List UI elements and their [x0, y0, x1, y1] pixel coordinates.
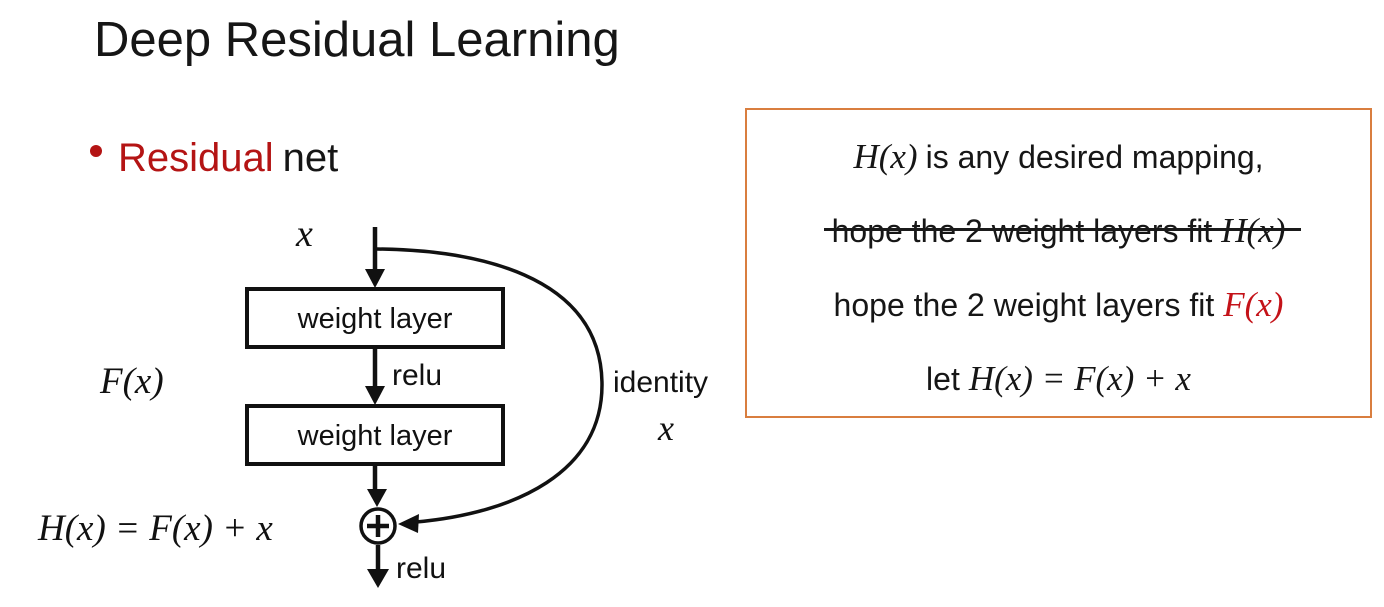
identity-skip-curve — [376, 247, 604, 524]
relu-mid-label: relu — [392, 359, 442, 392]
identity-value-label: x — [657, 408, 674, 448]
identity-arrowhead-icon — [398, 514, 419, 533]
output-arrowhead-icon — [367, 569, 389, 588]
residual-function-label: F(x) — [99, 361, 164, 402]
bullet-dot-icon — [90, 145, 102, 157]
weight-layer-label-1: weight layer — [297, 303, 453, 335]
note-line-2-math: H(x) — [1221, 211, 1286, 250]
note-line-3-math: F(x) — [1223, 285, 1284, 324]
output-equation: H(x) = F(x) + x — [37, 508, 273, 549]
weight-layer-box-1 — [245, 287, 505, 349]
weight-layer-label-2: weight layer — [297, 420, 453, 452]
note-line-1-text: is any desired mapping, — [925, 139, 1264, 175]
note-line-2-text: hope the 2 weight layers fit — [831, 213, 1213, 249]
mid-arrowhead-icon — [365, 386, 385, 405]
input-arrowhead-icon — [365, 269, 385, 288]
note-box: H(x)is any desired mapping, hope the 2 w… — [745, 108, 1372, 418]
weight-layer-box-2 — [245, 404, 505, 466]
note-line-4-math: H(x) = F(x) + x — [968, 359, 1191, 398]
diagram-input-label: x — [295, 213, 313, 255]
bullet-highlight-text: Residual — [118, 136, 274, 180]
relu-out-label: relu — [396, 552, 446, 585]
note-line-3-text: hope the 2 weight layers fit — [833, 287, 1215, 323]
note-line-4-text: let — [926, 361, 960, 397]
sum-arrowhead-icon — [367, 489, 387, 507]
identity-label: identity — [613, 366, 708, 399]
slide-title: Deep Residual Learning — [94, 13, 620, 67]
note-line-1: H(x)is any desired mapping, — [747, 120, 1370, 194]
note-line-1-math: H(x) — [853, 137, 918, 176]
bullet-rest-text: net — [282, 136, 339, 180]
residual-block-diagram: x weight layer relu F(x) identity x weig… — [37, 213, 708, 588]
plus-circle-icon — [359, 507, 397, 545]
